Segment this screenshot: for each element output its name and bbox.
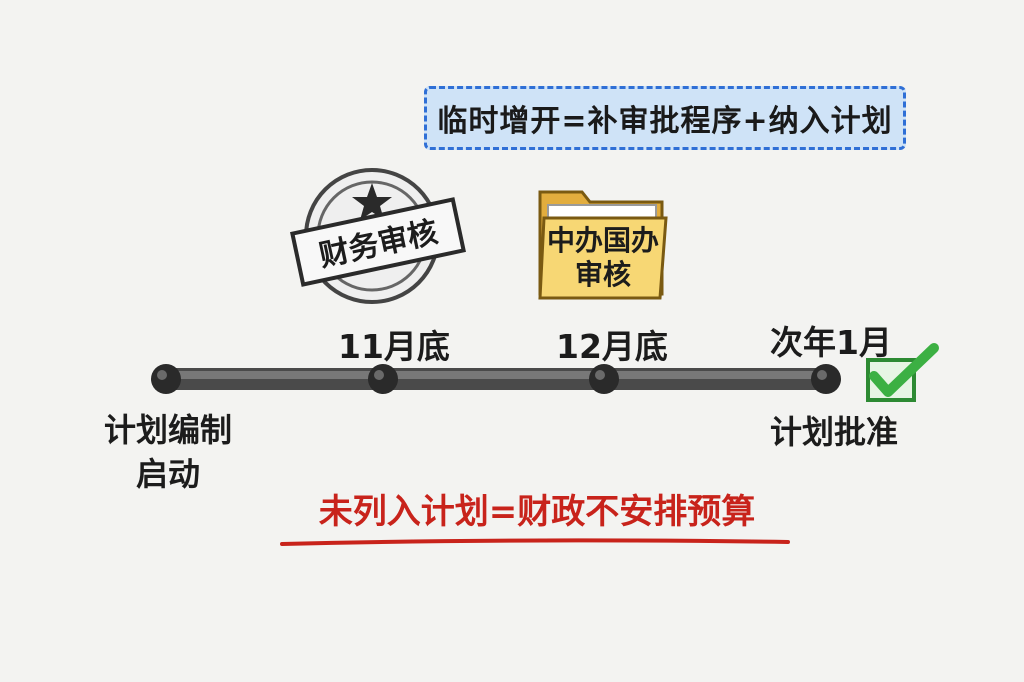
timeline-node-dec <box>589 364 619 394</box>
event-label-start: 计划编制 启动 <box>96 408 240 496</box>
folder-label-line2: 审核 <box>575 258 631 291</box>
date-label-dec: 12月底 <box>556 327 668 366</box>
rule-note-text: 临时增开=补审批程序+纳入计划 <box>437 104 893 139</box>
rule-note-box: 临时增开=补审批程序+纳入计划 <box>424 86 906 150</box>
event-label-start-line2: 启动 <box>135 455 200 493</box>
timeline-node-start <box>151 364 181 394</box>
timeline-line <box>166 368 826 390</box>
folder-icon: 中办国办 审核 <box>538 190 668 300</box>
folder-label-line1: 中办国办 <box>547 224 659 257</box>
warning-underline <box>280 538 790 546</box>
check-icon <box>866 343 939 402</box>
date-label-jan: 次年1月 <box>770 323 892 362</box>
event-label-end: 计划批准 <box>770 413 899 451</box>
timeline-node-nov <box>368 364 398 394</box>
stamp-icon: 财务审核 <box>290 168 466 304</box>
event-label-start-line1: 计划编制 <box>103 411 232 449</box>
warning-text: 未列入计划=财政不安排预算 <box>318 492 756 532</box>
timeline-node-jan <box>811 364 841 394</box>
star-icon <box>352 183 392 220</box>
date-label-nov: 11月底 <box>338 327 450 366</box>
